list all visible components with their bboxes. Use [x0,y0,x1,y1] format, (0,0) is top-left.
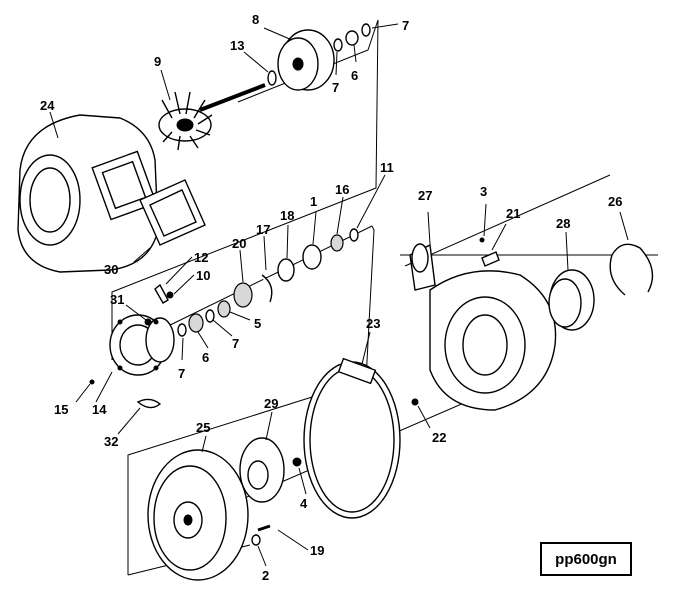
callout-labels: 8 13 9 24 7 6 7 30 11 16 1 18 17 20 12 1… [40,12,629,583]
callout-32: 32 [104,434,118,449]
bearing [188,313,204,333]
figure-code: pp600gn [555,550,617,568]
callout-15: 15 [54,402,68,417]
turbine-wheel-shaft [158,83,266,151]
callout-7d: 7 [178,366,185,381]
nut-top [345,30,359,46]
callout-3: 3 [480,184,487,199]
callout-7c: 7 [232,336,239,351]
callout-12: 12 [194,250,208,265]
thrust-bearing [233,282,253,308]
callout-11: 11 [380,160,394,175]
callout-19: 19 [310,543,324,558]
o-ring [302,244,322,270]
callout-27: 27 [418,188,432,203]
callout-13: 13 [230,38,244,53]
callout-30: 30 [104,262,118,277]
spacer-ring [177,323,187,337]
lock-plate [154,283,169,304]
callout-6a: 6 [351,68,358,83]
callout-10: 10 [196,268,210,283]
lock-nut [411,398,419,406]
seal-ring-mid [330,234,344,252]
callout-7a: 7 [332,80,339,95]
cap-screw [166,291,174,299]
callout-18: 18 [280,208,294,223]
callout-2: 2 [262,568,269,583]
turbine-housing [17,114,159,273]
callout-7b: 7 [402,18,409,33]
v-band-clamp [303,357,401,519]
seal-ring [267,70,277,86]
callout-6b: 6 [202,350,209,365]
callout-24: 24 [40,98,55,113]
pin [89,379,95,385]
callout-25: 25 [196,420,210,435]
plug [144,318,152,326]
callout-8: 8 [252,12,259,27]
name-plate [481,251,500,267]
washer-top [333,38,343,52]
callout-4: 4 [300,496,308,511]
retaining-ring [609,243,654,296]
drive-screw [479,237,485,243]
backplate [277,29,335,91]
callout-23: 23 [366,316,380,331]
compressor-housing [409,243,557,411]
callout-22: 22 [432,430,446,445]
callout-28: 28 [556,216,570,231]
callout-20: 20 [232,236,246,251]
callout-16: 16 [335,182,349,197]
figure-code-box: pp600gn [540,542,632,576]
thrust-spacer [277,258,295,282]
callout-31: 31 [110,292,124,307]
compressor-backplate [147,449,249,581]
piston-ring [349,228,359,242]
insert [548,269,595,331]
wheel-nut [292,457,302,467]
collar [217,300,231,318]
callout-26: 26 [608,194,622,209]
center-housing [109,314,175,376]
callout-5: 5 [254,316,261,331]
callout-29: 29 [264,396,278,411]
ring-mid [205,309,215,323]
ring-top [361,23,371,37]
snap-ring [261,274,273,303]
callout-1: 1 [310,194,317,209]
callout-17: 17 [256,222,270,237]
compressor-wheel [239,437,285,503]
callout-21: 21 [506,206,520,221]
gasket [139,179,206,246]
callout-9: 9 [154,54,161,69]
bolt-washer [251,524,271,546]
callout-14: 14 [92,402,107,417]
oil-gasket [136,398,162,409]
